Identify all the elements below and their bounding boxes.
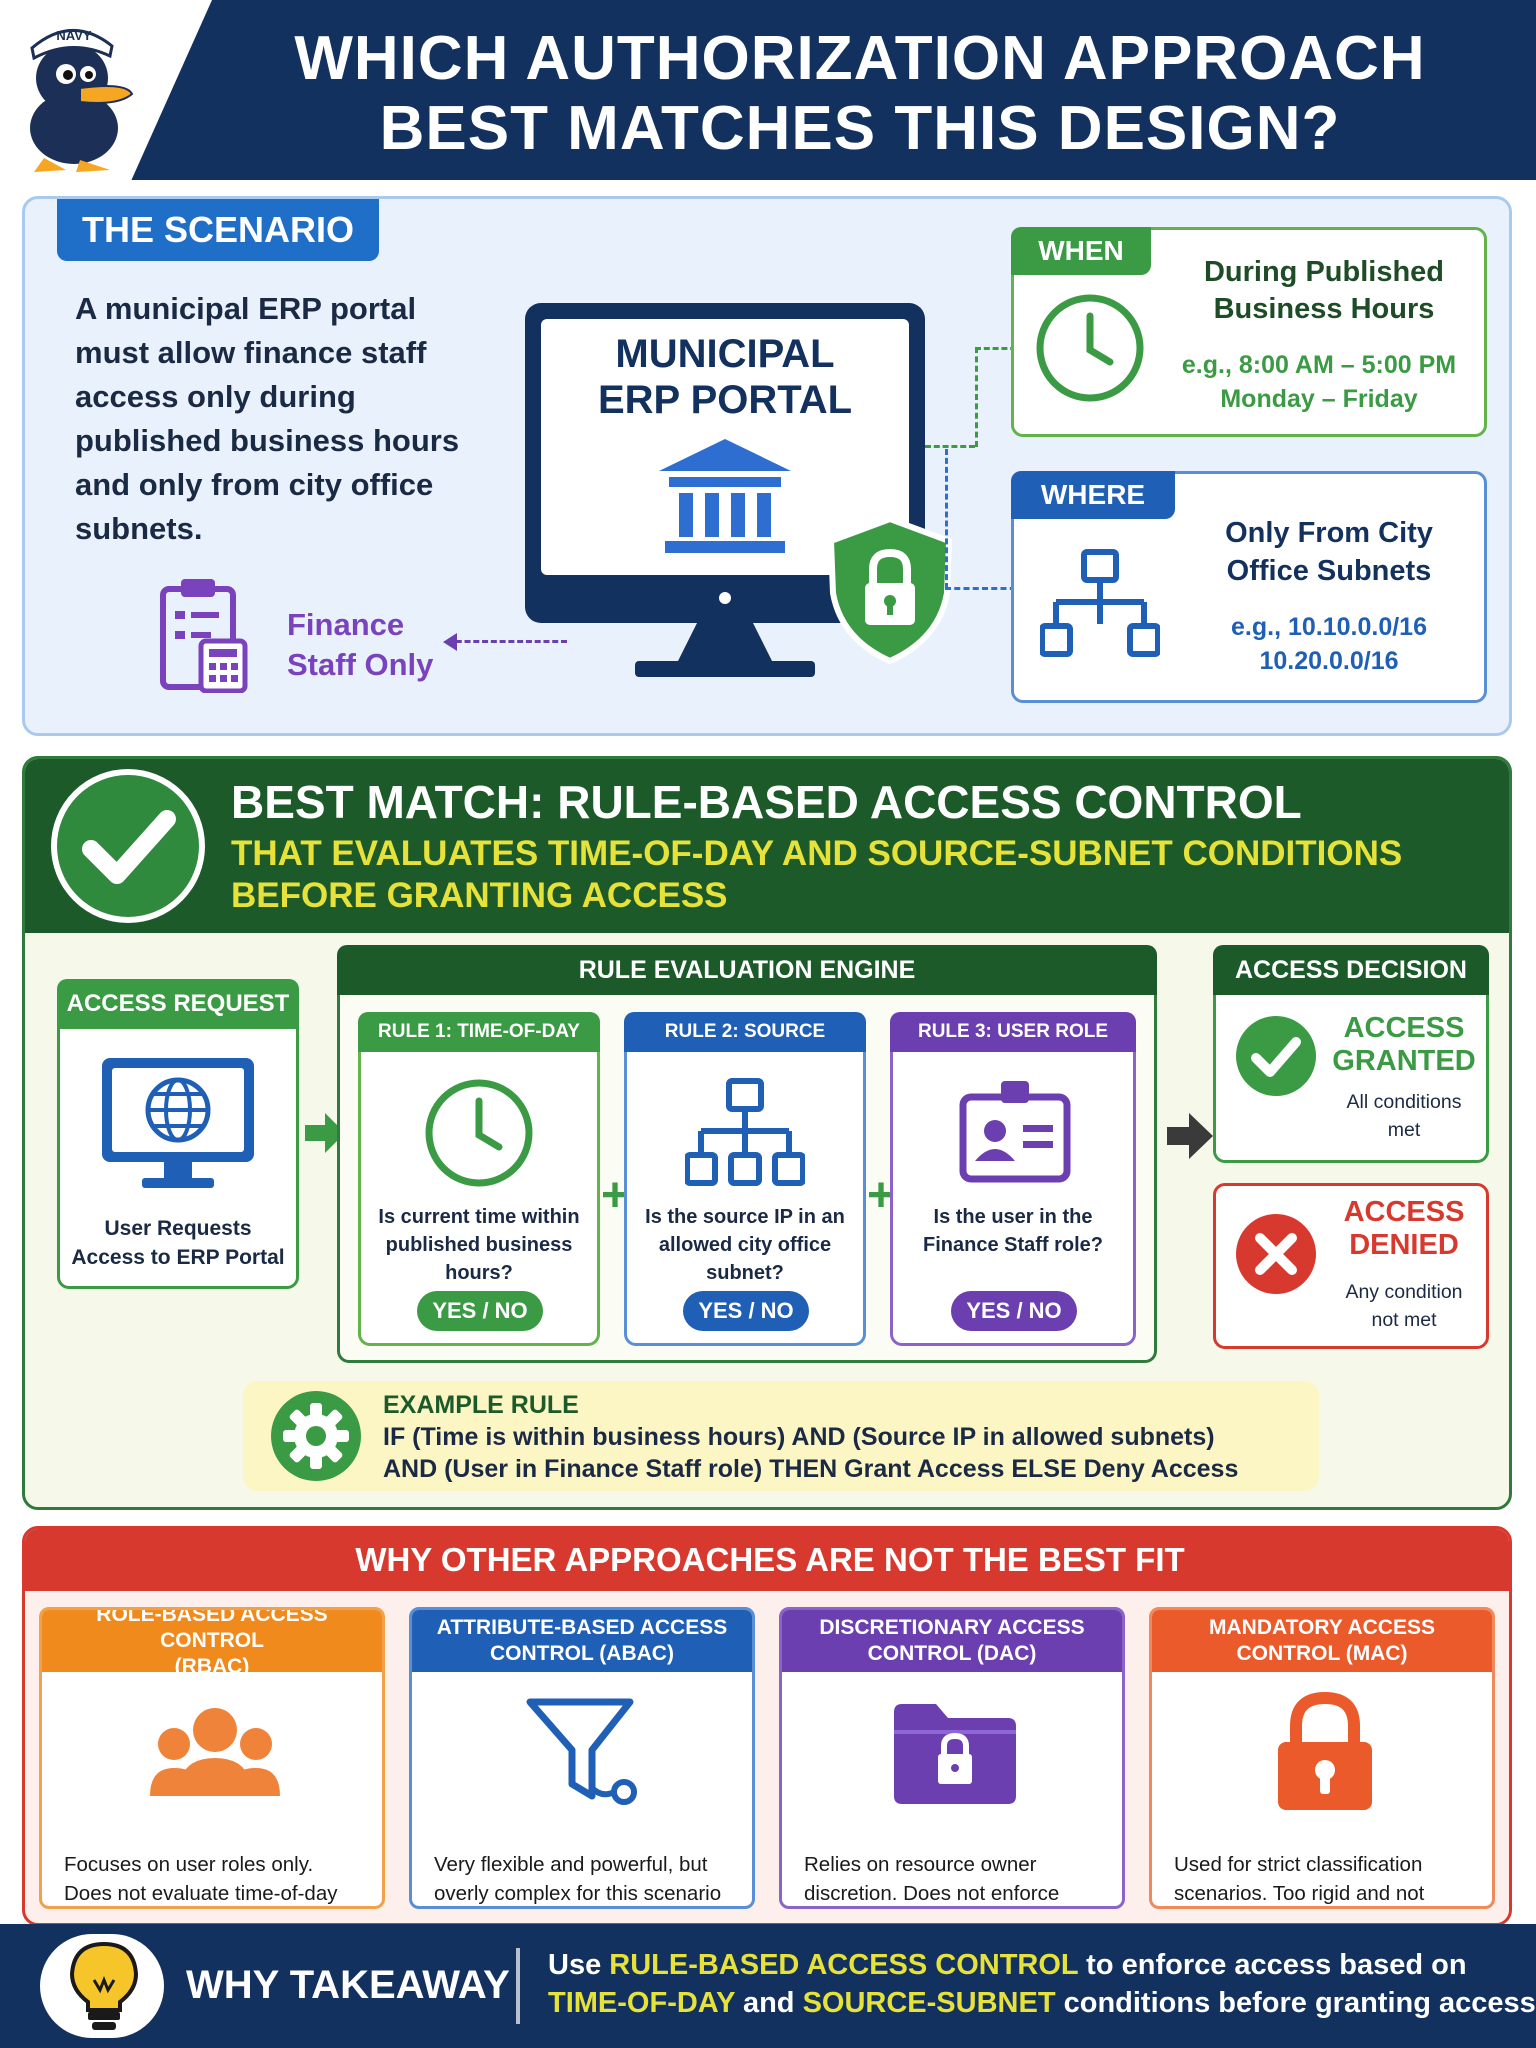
rule-3-tab: RULE 3: USER ROLE: [890, 1012, 1136, 1052]
engine-tab: RULE EVALUATION ENGINE: [337, 945, 1157, 995]
rbac-card: ROLE-BASED ACCESS CONTROL (RBAC) Focuses…: [39, 1607, 385, 1909]
network-hierarchy-icon: [684, 1077, 806, 1189]
network-hierarchy-icon: [1039, 546, 1161, 664]
best-match-subtitle: THAT EVALUATES TIME-OF-DAY AND SOURCE-SU…: [231, 834, 1403, 915]
mac-heading: MANDATORY ACCESS CONTROL (MAC): [1152, 1610, 1492, 1672]
check-circle-icon: [49, 767, 207, 925]
rule-2-tab: RULE 2: SOURCE SUBNET: [624, 1012, 866, 1082]
connector-line: [975, 347, 978, 447]
takeaway-label: WHY TAKEAWAY: [186, 1963, 510, 2007]
access-request-tab: ACCESS REQUEST: [57, 979, 299, 1029]
takeaway-banner: WHY TAKEAWAY Use RULE-BASED ACCESS CONTR…: [0, 1924, 1536, 2048]
scenario-tab: THE SCENARIO: [57, 199, 379, 261]
duck-mascot-icon: NAVY: [14, 8, 140, 174]
finance-arrow-head: [443, 633, 457, 651]
rbac-text: Focuses on user roles only. Does not eva…: [64, 1853, 338, 1905]
mac-card: MANDATORY ACCESS CONTROL (MAC) Used for …: [1149, 1607, 1495, 1909]
decision-tab: ACCESS DECISION: [1213, 945, 1489, 995]
header-banner: [0, 0, 1536, 180]
example-rule-text: IF (Time is within business hours) AND (…: [383, 1423, 1239, 1483]
id-badge-icon: [955, 1075, 1075, 1185]
takeaway-text: Use RULE-BASED ACCESS CONTROL to enforce…: [548, 1949, 1536, 2019]
where-tab: WHERE: [1011, 471, 1175, 519]
example-rule-title: EXAMPLE RULE: [383, 1391, 579, 1419]
gear-icon: [269, 1389, 363, 1483]
finance-arrow-line: [447, 640, 567, 643]
when-tab: WHEN: [1011, 227, 1151, 275]
rule-evaluation-engine: RULE EVALUATION ENGINE RULE 1: TIME-OF-D…: [337, 945, 1157, 1363]
example-rule-box: EXAMPLE RULE IF (Time is within business…: [243, 1381, 1319, 1491]
page-title: WHICH AUTHORIZATION APPROACH BEST MATCHE…: [294, 24, 1426, 163]
takeaway-divider: [516, 1948, 520, 2024]
connector-line: [945, 449, 948, 589]
clock-icon: [423, 1077, 535, 1189]
abac-text: Very flexible and powerful, but overly c…: [434, 1853, 722, 1905]
clock-icon: [1034, 292, 1146, 404]
best-match-header: [25, 759, 1509, 933]
funnel-filter-icon: [520, 1692, 650, 1812]
arrow-right-icon: [1167, 1111, 1213, 1161]
connector-line: [975, 347, 1025, 350]
padlock-icon: [1270, 1690, 1380, 1814]
abac-card: ATTRIBUTE-BASED ACCESS CONTROL (ABAC) Ve…: [409, 1607, 755, 1909]
bank-building-icon: [655, 435, 795, 559]
monitor-globe-icon: [98, 1054, 258, 1194]
connector-line: [945, 587, 1025, 590]
abac-heading: ATTRIBUTE-BASED ACCESS CONTROL (ABAC): [412, 1610, 752, 1672]
locked-folder-icon: [890, 1696, 1020, 1810]
mac-text: Used for strict classification scenarios…: [1174, 1853, 1425, 1905]
arrow-right-icon: [305, 1111, 345, 1155]
svg-text:NAVY: NAVY: [56, 28, 91, 43]
check-circle-icon: [1234, 1014, 1318, 1098]
rule-1-yes-no-pill: YES / NO: [417, 1291, 543, 1331]
x-circle-icon: [1234, 1212, 1318, 1296]
best-match-panel: BEST MATCH: RULE-BASED ACCESS CONTROL TH…: [22, 756, 1512, 1510]
rbac-heading: ROLE-BASED ACCESS CONTROL (RBAC): [42, 1610, 382, 1678]
monitor-base: [635, 661, 815, 677]
other-approaches-panel: WHY OTHER APPROACHES ARE NOT THE BEST FI…: [22, 1526, 1512, 1926]
dac-heading: DISCRETIONARY ACCESS CONTROL (DAC): [782, 1610, 1122, 1672]
other-approaches-header: [25, 1529, 1509, 1591]
connector-line: [925, 445, 975, 448]
shield-lock-icon: [825, 515, 955, 665]
rule-3-yes-no-pill: YES / NO: [951, 1291, 1077, 1331]
dac-text: Relies on resource owner discretion. Doe…: [804, 1853, 1060, 1905]
other-approaches-title: WHY OTHER APPROACHES ARE NOT THE BEST FI…: [355, 1541, 1185, 1578]
user-group-icon: [150, 1692, 280, 1812]
rule-1-tab: RULE 1: TIME-OF-DAY: [358, 1012, 600, 1052]
clipboard-calculator-icon: [157, 575, 249, 694]
rule-source-subnet-card: RULE 2: SOURCE SUBNET Is the source IP i…: [624, 1012, 866, 1346]
lightbulb-icon: [64, 1940, 144, 2034]
rule-time-of-day-card: RULE 1: TIME-OF-DAY Is current time with…: [358, 1012, 600, 1346]
dac-card: DISCRETIONARY ACCESS CONTROL (DAC) Relie…: [779, 1607, 1125, 1909]
best-match-title: BEST MATCH: RULE-BASED ACCESS CONTROL: [231, 776, 1302, 828]
rule-2-yes-no-pill: YES / NO: [683, 1291, 809, 1331]
